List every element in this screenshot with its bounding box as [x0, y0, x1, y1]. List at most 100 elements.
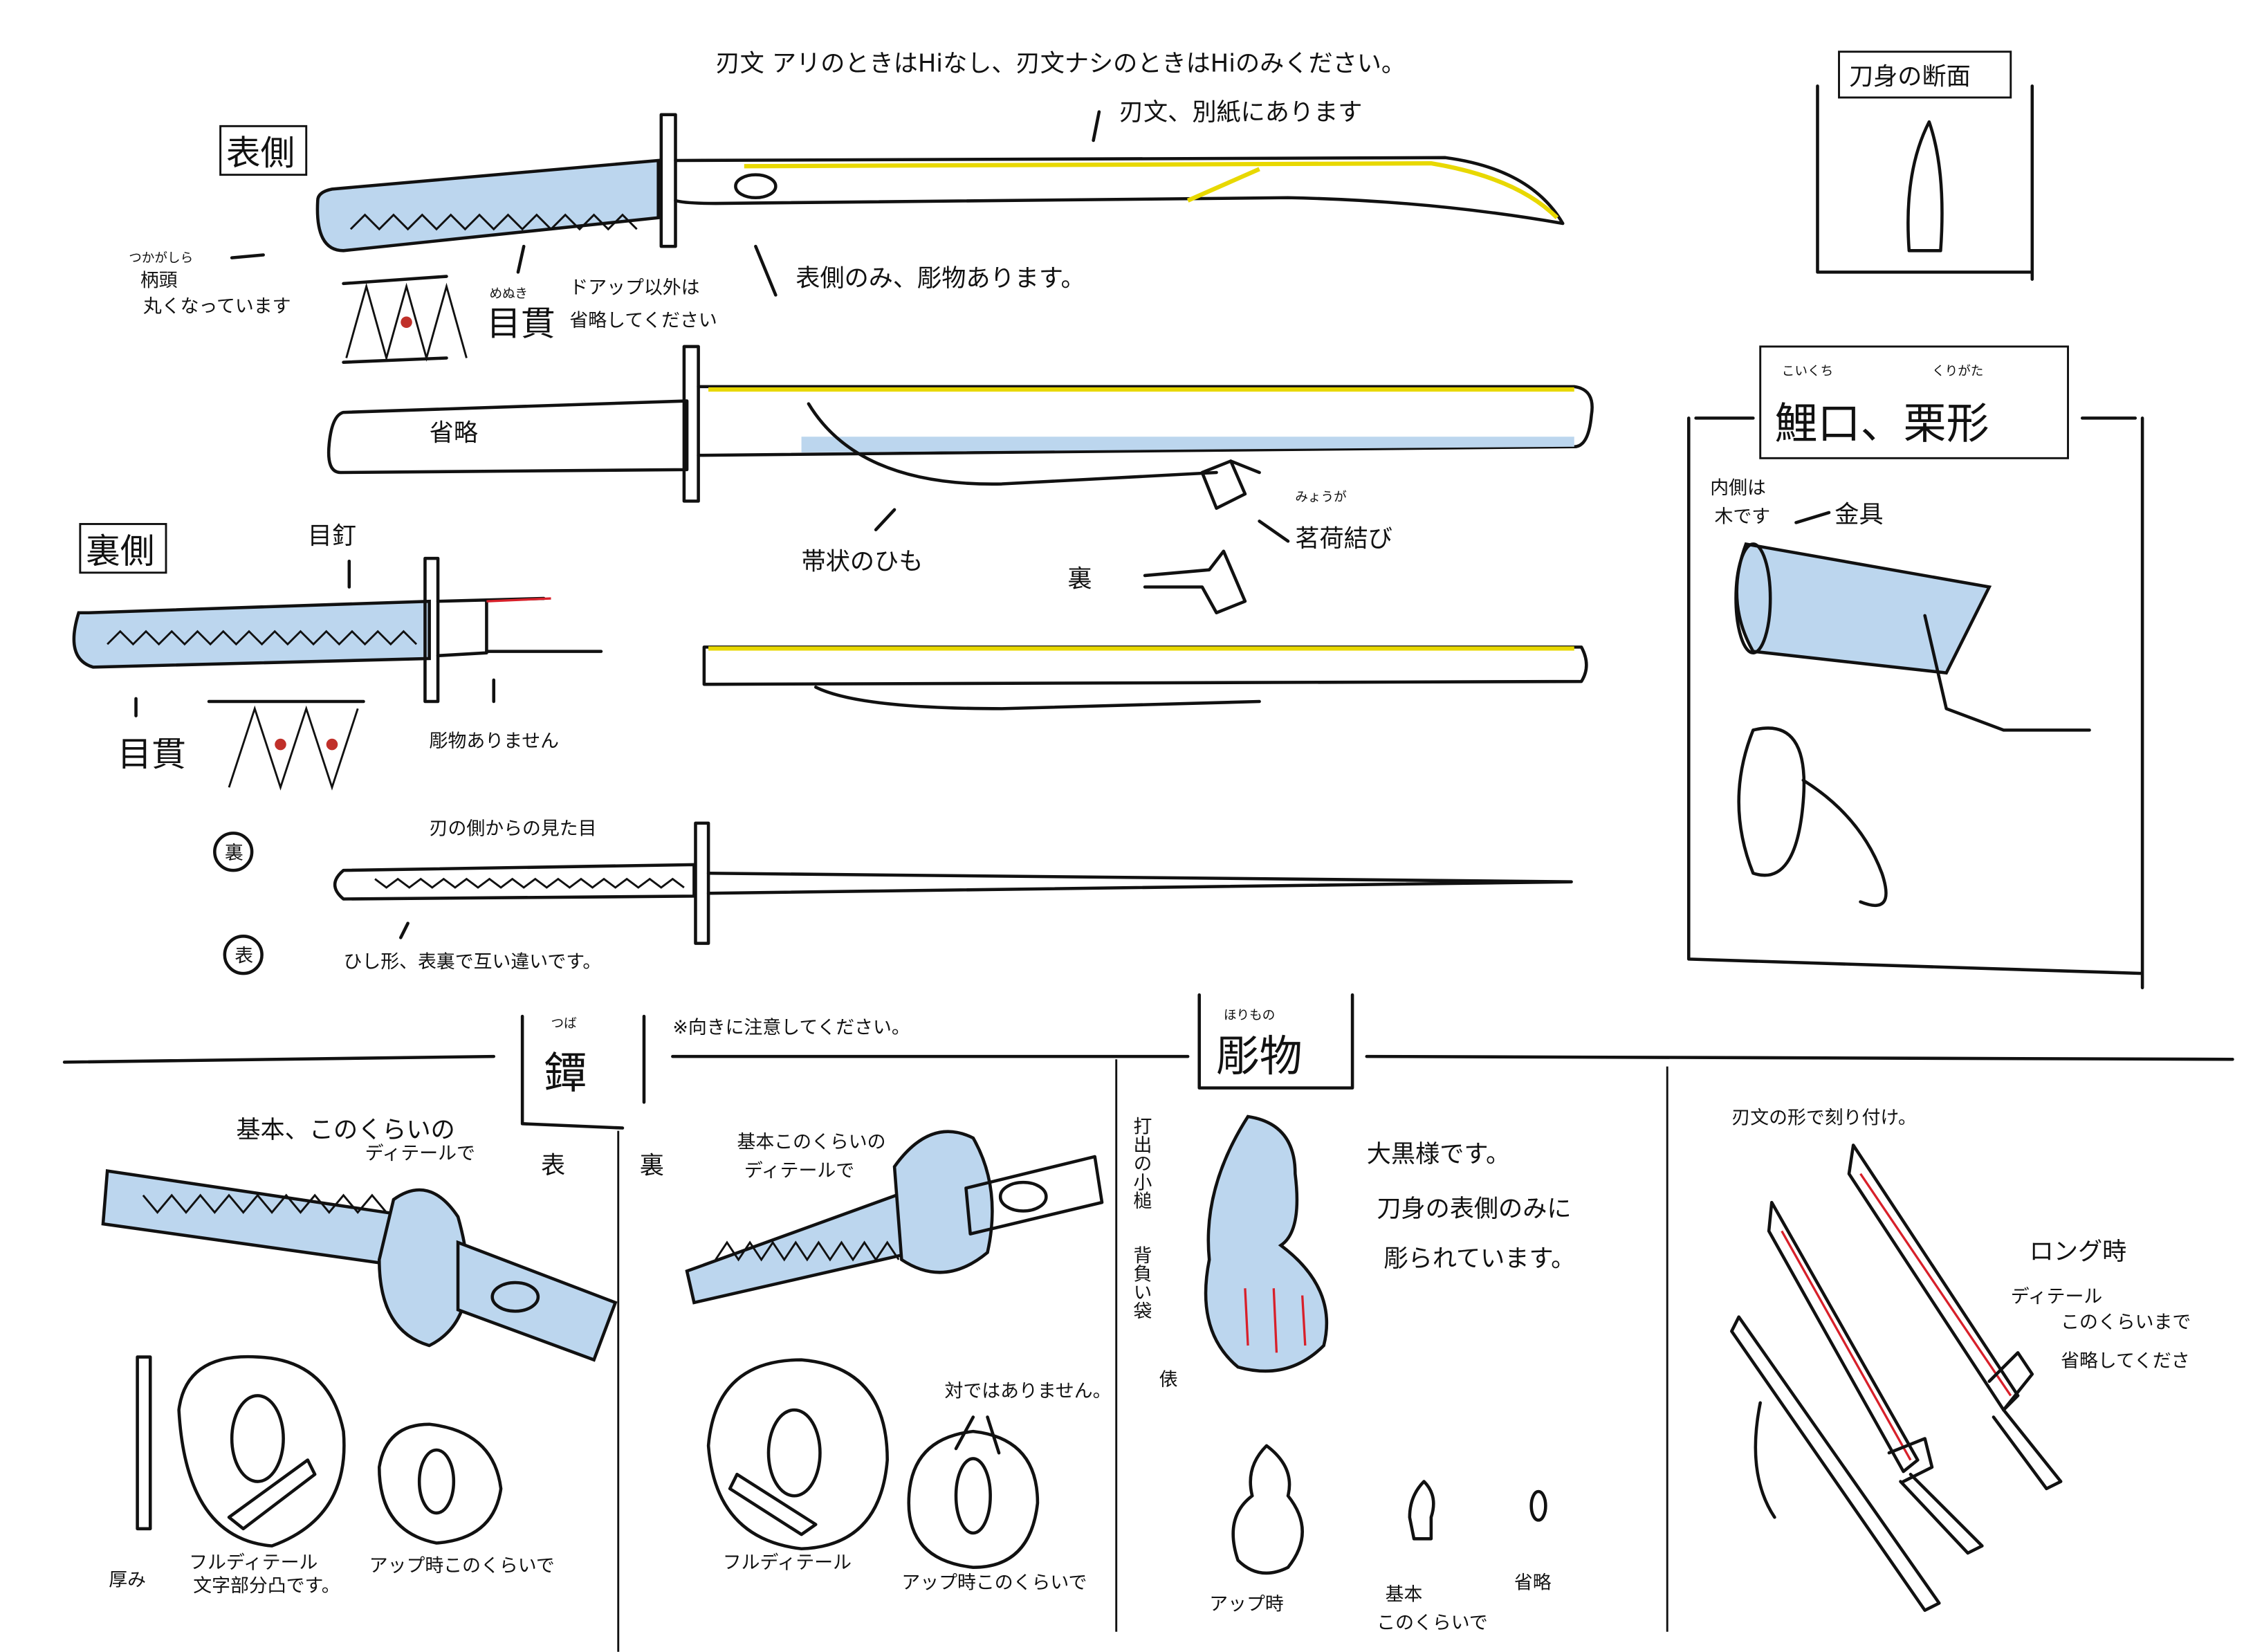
koiguchi-panel — [1686, 345, 2144, 990]
omote-label: 表側 — [226, 133, 295, 173]
blade-section-shape — [1906, 120, 1944, 253]
full-detail-label: フルディテール — [189, 1552, 318, 1574]
kanagu-label: 金具 — [1834, 500, 1883, 529]
label-box — [219, 125, 308, 176]
horimono-furigana: ほりもの — [1224, 1008, 1275, 1022]
long-shot-note: このくらいまで — [2061, 1312, 2191, 1333]
long-shot-note: ディテール — [2011, 1286, 2103, 1307]
closeup-label: アップ時 — [1209, 1594, 1284, 1615]
ura-mark-circle — [213, 832, 254, 872]
horimono-note: 表側のみ、彫物あります。 — [795, 264, 1085, 293]
kashira-furigana: つかがしら — [129, 251, 193, 266]
horimono-desc: 彫られています。 — [1384, 1245, 1576, 1273]
long-shot-swords — [1730, 1144, 2063, 1613]
full-detail-label: フルディテール — [723, 1552, 852, 1574]
omote-mark-circle — [223, 935, 264, 975]
horimono-title: 彫物 — [1217, 1031, 1303, 1081]
thickness-label: 厚み — [109, 1570, 146, 1591]
cross-section-title: 刀身の断面 — [1849, 62, 1971, 91]
tsuba-details — [136, 1355, 1040, 1569]
long-shot-note: 省略してくださ — [2061, 1350, 2190, 1372]
tsuba-side — [659, 113, 677, 248]
long-shot-title: ロング時 — [2030, 1238, 2127, 1266]
arrow-icon — [1794, 511, 1831, 524]
mallet-label: 打出の小槌 — [1130, 1117, 1151, 1210]
tsuba-furigana: つば — [551, 1017, 578, 1031]
edge-view-drawing — [333, 821, 1573, 945]
arrow-icon — [874, 508, 896, 532]
horimono-desc: 刀身の表側のみに — [1377, 1195, 1571, 1223]
blade — [674, 156, 1565, 226]
closeup-label: アップ時このくらいで — [901, 1572, 1087, 1594]
omit-label: 省略 — [1514, 1572, 1552, 1594]
ura-mark: 裏 — [225, 843, 243, 864]
koiguchi-title: 鯉口、栗形 — [1774, 398, 1989, 448]
bale-label: 俵 — [1159, 1369, 1178, 1391]
detail-note: ディテールで — [365, 1143, 475, 1164]
closeup-label: アップ時このくらいで — [369, 1555, 555, 1577]
ura-katana-drawing — [72, 556, 603, 704]
arrow-icon — [516, 244, 526, 274]
closeup-note: ドアップ以外は — [569, 277, 699, 298]
panel-divider — [617, 1059, 1668, 1652]
saya-omit-label: 省略 — [430, 419, 478, 447]
orientation-note: ※向きに注意してください。 — [672, 1017, 910, 1038]
inner-note: 内側は — [1710, 477, 1766, 499]
scabbard-ura — [702, 645, 1588, 710]
kashira-note: 丸くなっています — [143, 295, 291, 317]
tsuba-ura-label: 裏 — [640, 1152, 664, 1180]
detail-note: 基本、このくらいの — [236, 1116, 454, 1144]
mekugi-label: 目釘 — [308, 522, 356, 550]
saya-drawing — [327, 345, 1594, 510]
ura-label: 裏 — [1067, 565, 1092, 593]
myoga-knot-ura — [1143, 549, 1247, 615]
menuki-furigana: めぬき — [490, 287, 528, 302]
basic-label: このくらいで — [1377, 1613, 1487, 1634]
ura-menuki-label: 目貫 — [118, 734, 186, 774]
daikoku-drawing — [1204, 1114, 1547, 1575]
arrow-icon — [754, 244, 778, 297]
myoga-label: 茗荷結び — [1295, 525, 1392, 553]
arrow-icon — [1258, 520, 1290, 543]
arrow-icon — [399, 921, 410, 939]
basic-label: 基本 — [1386, 1584, 1423, 1605]
hamon-engrave-note: 刃文の形で刻り付け。 — [1731, 1107, 1916, 1128]
tsuba-omote-label: 表 — [541, 1152, 565, 1180]
sageo-label: 帯状のひも — [802, 548, 923, 576]
horimono-title-box — [1197, 993, 1354, 1090]
horimono-mark — [734, 173, 778, 200]
detail-note: 基本このくらいの — [737, 1131, 885, 1153]
bag-label: 背負い袋 — [1130, 1245, 1151, 1320]
menuki-label: 目貫 — [486, 303, 555, 343]
tsuba-omote-drawing — [101, 1168, 618, 1362]
tsuba-title-box — [520, 1014, 646, 1130]
horimono-desc: 大黒様です。 — [1367, 1140, 1510, 1168]
ura-side-label: 裏側 — [86, 531, 154, 571]
menuki-closeup — [342, 275, 468, 364]
closeup-note: 省略してください — [569, 310, 717, 331]
no-horimono-note: 彫物ありません — [430, 731, 559, 752]
label-box — [79, 523, 167, 574]
header-note: 刃文 アリのときはHiなし、刃文ナシのときはHiのみください。 — [715, 50, 1406, 78]
myoga-furigana: みょうが — [1295, 490, 1347, 504]
koiguchi-furigana: こいくち — [1782, 364, 1833, 378]
not-pair-note: 対ではありません。 — [944, 1380, 1111, 1402]
hamon-note: 刃文、別紙にあります — [1119, 98, 1363, 127]
kashira-label: 柄頭 — [140, 270, 178, 291]
detail-note: ディテールで — [744, 1160, 854, 1182]
arrow-icon — [230, 253, 265, 259]
omote-katana-drawing: 表側 — [219, 113, 1565, 253]
full-detail-note: 文字部分凸です。 — [193, 1575, 340, 1597]
inner-note: 木です — [1715, 506, 1771, 527]
omote-mark: 表 — [234, 946, 253, 967]
arrow-icon — [1092, 110, 1101, 143]
ura-menuki-closeup — [207, 699, 365, 791]
edge-view-label: 刃の側からの見た目 — [430, 818, 597, 839]
kurigata-furigana: くりがた — [1932, 364, 1983, 378]
tsuba-ura-drawing — [685, 1130, 1104, 1305]
section-divider — [62, 1054, 2234, 1064]
tsuba-title: 鐔 — [544, 1048, 587, 1099]
diamond-note: ひし形、表裏で互い違いです。 — [344, 951, 602, 973]
cross-section-panel — [1816, 51, 2034, 281]
